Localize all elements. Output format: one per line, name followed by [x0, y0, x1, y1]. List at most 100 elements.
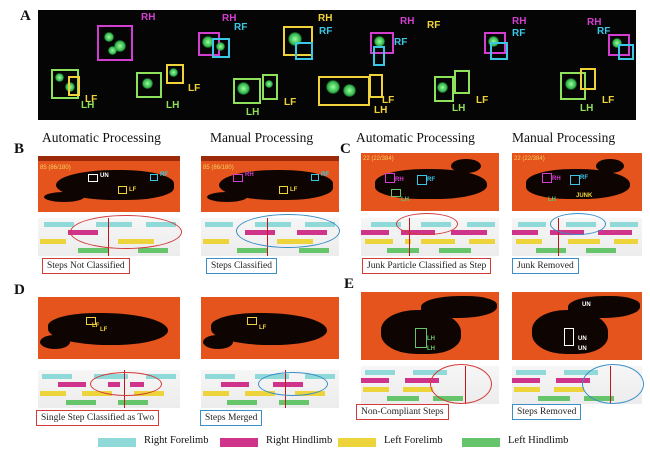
rf-label: RF	[160, 172, 168, 178]
rf-box	[212, 38, 230, 58]
lf-box	[580, 68, 596, 90]
lf-box	[68, 76, 80, 96]
lh-box	[434, 76, 454, 102]
rf-label: RF	[580, 175, 588, 181]
rf-box	[373, 46, 385, 66]
panel-d-left-caption: Single Step Classified as Two	[36, 410, 160, 426]
legend-swatch	[220, 438, 258, 447]
panel-d-right-frame: LF	[201, 297, 339, 359]
rf-box	[618, 44, 634, 60]
panel-c-right-frame: 22 (22/384) RH RF JUNK LH	[512, 153, 642, 211]
legend-label: Left Forelimb	[384, 435, 443, 446]
lf-label: LF	[92, 323, 100, 329]
lf-label: LF	[476, 95, 489, 106]
rf-label: RF	[321, 172, 329, 178]
panel-e-left-caption: Non-Compliant Steps	[356, 404, 449, 420]
rh-box	[370, 32, 394, 54]
lh-label: LH	[401, 197, 409, 203]
lh-box	[233, 78, 261, 104]
un-label: UN	[582, 302, 591, 308]
legend-label: Right Forelimb	[144, 435, 209, 446]
lf-label: LF	[259, 325, 267, 331]
panel-e-letter: E	[344, 276, 355, 292]
un-label: UN	[578, 346, 587, 352]
highlight-ellipse	[582, 364, 644, 404]
rf-label: RF	[319, 26, 333, 37]
lf-label: LF	[602, 95, 615, 106]
lh-label: LH	[452, 103, 466, 114]
lf-label: LF	[284, 97, 297, 108]
lh-label: LH	[374, 105, 388, 116]
panel-b-auto-heading: Automatic Processing	[42, 130, 161, 145]
lh-label: LH	[427, 336, 435, 342]
panel-c-left-caption: Junk Particle Classified as Step	[362, 258, 492, 274]
highlight-ellipse	[90, 372, 162, 396]
legend-swatch	[338, 438, 376, 447]
highlight-ellipse	[70, 215, 182, 249]
rh-label: RH	[552, 176, 561, 182]
rf-label: RF	[427, 177, 435, 183]
lf-box	[166, 64, 184, 84]
panel-c-left-frame: 22 (22/384) RH RF LH	[361, 153, 499, 211]
panel-c-right-caption: Junk Removed	[512, 258, 579, 274]
rh-label: RH	[400, 16, 415, 27]
rh-box	[97, 25, 133, 61]
highlight-ellipse	[550, 213, 606, 235]
panel-c-auto-heading: Automatic Processing	[356, 130, 475, 145]
lh-label: LH	[580, 103, 594, 114]
un-label: UN	[578, 336, 587, 342]
frame-counter: 22 (22/384)	[363, 156, 394, 162]
highlight-ellipse	[430, 364, 492, 404]
highlight-ellipse	[396, 213, 458, 235]
un-label: UN	[100, 173, 109, 179]
frame-counter: 22 (22/384)	[514, 156, 545, 162]
legend-swatch	[98, 438, 136, 447]
frame-counter: 85 (86/180)	[203, 165, 234, 171]
lh-label: LH	[548, 197, 556, 203]
rf-label: RF	[427, 20, 441, 31]
lf-label: LF	[100, 327, 108, 333]
lf-label: LF	[129, 187, 137, 193]
panel-b-manual-heading: Manual Processing	[210, 130, 314, 145]
rh-label: RH	[587, 17, 602, 28]
panel-a-letter: A	[20, 8, 31, 24]
panel-e-right-caption: Steps Removed	[512, 404, 582, 420]
rh-label: RH	[222, 13, 237, 24]
rh-label: RH	[318, 13, 333, 24]
lh-label: LH	[81, 100, 95, 111]
junk-label: JUNK	[576, 193, 593, 199]
highlight-ellipse	[258, 372, 328, 396]
lf-label: LF	[382, 95, 395, 106]
rh-label: RH	[512, 16, 527, 27]
lh-label: LH	[246, 107, 260, 118]
legend-label: Right Hindlimb	[266, 435, 333, 446]
panel-c-manual-heading: Manual Processing	[512, 130, 616, 145]
lf-box	[369, 74, 383, 98]
rf-label: RF	[394, 37, 408, 48]
panel-e-left-frame: LH LH	[361, 292, 499, 360]
lh-box	[560, 72, 586, 100]
lf-label: LF	[290, 187, 298, 193]
frame-counter: 85 (86/180)	[40, 165, 71, 171]
rh-label: RH	[245, 172, 254, 178]
panel-d-right-caption: Steps Merged	[200, 410, 263, 426]
lf-box	[262, 74, 278, 100]
lh-box	[136, 72, 162, 98]
rf-label: RF	[512, 28, 526, 39]
panel-e-right-frame: UN UN UN	[512, 292, 642, 360]
panel-b-left-caption: Steps Not Classified	[42, 258, 130, 274]
highlight-ellipse	[236, 214, 340, 248]
lf-box	[454, 70, 470, 94]
rf-box	[490, 42, 508, 60]
panel-d-letter: D	[14, 282, 25, 298]
rh-label: RH	[395, 177, 404, 183]
rf-label: RF	[234, 22, 248, 33]
panel-b-letter: B	[14, 141, 25, 157]
lf-label: LF	[85, 94, 98, 105]
panel-b-right-caption: Steps Classified	[206, 258, 277, 274]
lh-label: LH	[166, 100, 180, 111]
panel-d-left-frame: LF LF	[38, 297, 180, 359]
rh-label: RH	[141, 12, 156, 23]
panel-b-left-frame: 85 (86/180) UN RF LF	[38, 156, 180, 212]
panel-a-image: RH LF LH LH LF RH RF LH LF RH RF LH LF R…	[38, 10, 636, 120]
